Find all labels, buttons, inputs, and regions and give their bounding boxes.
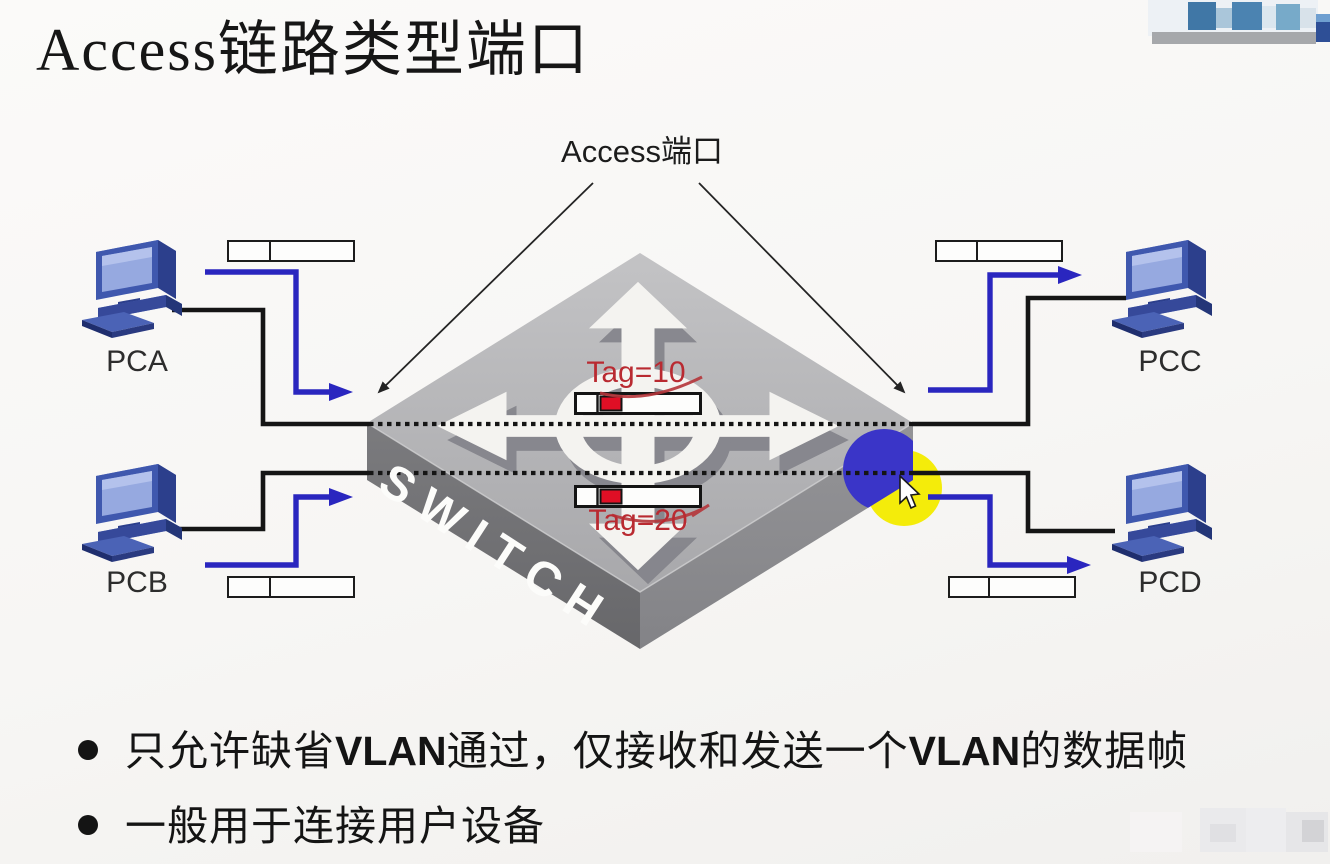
- watermark-top-right: [1144, 0, 1330, 50]
- untagged-frame-pcb: [227, 576, 355, 598]
- switch-edge-highlight: [366, 422, 914, 593]
- pen-scribble-tag10: [599, 375, 703, 399]
- switch-left-face: [367, 423, 640, 649]
- untagged-frame-pca: [227, 240, 355, 262]
- vlan10-tag-cell: [599, 395, 623, 412]
- flow-arrow-pcb-to-switch: [205, 488, 353, 568]
- access-port-label: Access端口: [561, 134, 723, 169]
- tag10-label: Tag=10: [586, 356, 686, 389]
- mouse-cursor: [899, 474, 921, 510]
- watermark-bottom-right: [1125, 800, 1330, 860]
- callout-line-right: [698, 182, 906, 394]
- cable-switch-pcd: [912, 470, 1115, 534]
- page-title: Access链路类型端口: [36, 17, 590, 83]
- pc-label-pcb: PCB: [106, 566, 168, 599]
- pc-icon-pca: [82, 240, 182, 338]
- tag20-label: Tag=20: [588, 504, 688, 537]
- bullet-item-1: 只允许缺省VLAN通过，仅接收和发送一个VLAN的数据帧: [78, 726, 1188, 776]
- tagged-frame-vlan20: [574, 485, 702, 508]
- cable-pca-switch: [172, 307, 369, 427]
- pc-label-pcc: PCC: [1138, 345, 1202, 378]
- flow-arrow-pca-to-switch: [205, 269, 353, 401]
- untagged-frame-pcc: [935, 240, 1063, 262]
- untagged-frame-pcd: [948, 576, 1076, 598]
- pc-icon-pcc: [1112, 240, 1212, 338]
- cable-pcb-switch: [175, 470, 369, 532]
- pc-label-pca: PCA: [106, 345, 168, 378]
- flow-arrow-switch-to-pcd: [928, 494, 1091, 574]
- cable-switch-pcc: [912, 295, 1126, 427]
- pc-icon-pcd: [1112, 464, 1212, 562]
- vlan20-tag-cell: [599, 488, 623, 505]
- bullet-dot: [78, 815, 98, 835]
- bullet-item-2: 一般用于连接用户设备: [78, 801, 545, 851]
- pc-label-pcd: PCD: [1138, 566, 1202, 599]
- bullet-dot: [78, 740, 98, 760]
- bullet-text-1: 只允许缺省VLAN通过，仅接收和发送一个VLAN的数据帧: [125, 728, 1189, 774]
- switch: [366, 253, 914, 649]
- pen-scribble-tag20: [611, 503, 710, 523]
- flow-arrow-switch-to-pcc: [928, 266, 1082, 393]
- bullet-text-2: 一般用于连接用户设备: [125, 803, 545, 849]
- callout-line-left: [377, 182, 594, 394]
- pc-icon-pcb: [82, 464, 182, 562]
